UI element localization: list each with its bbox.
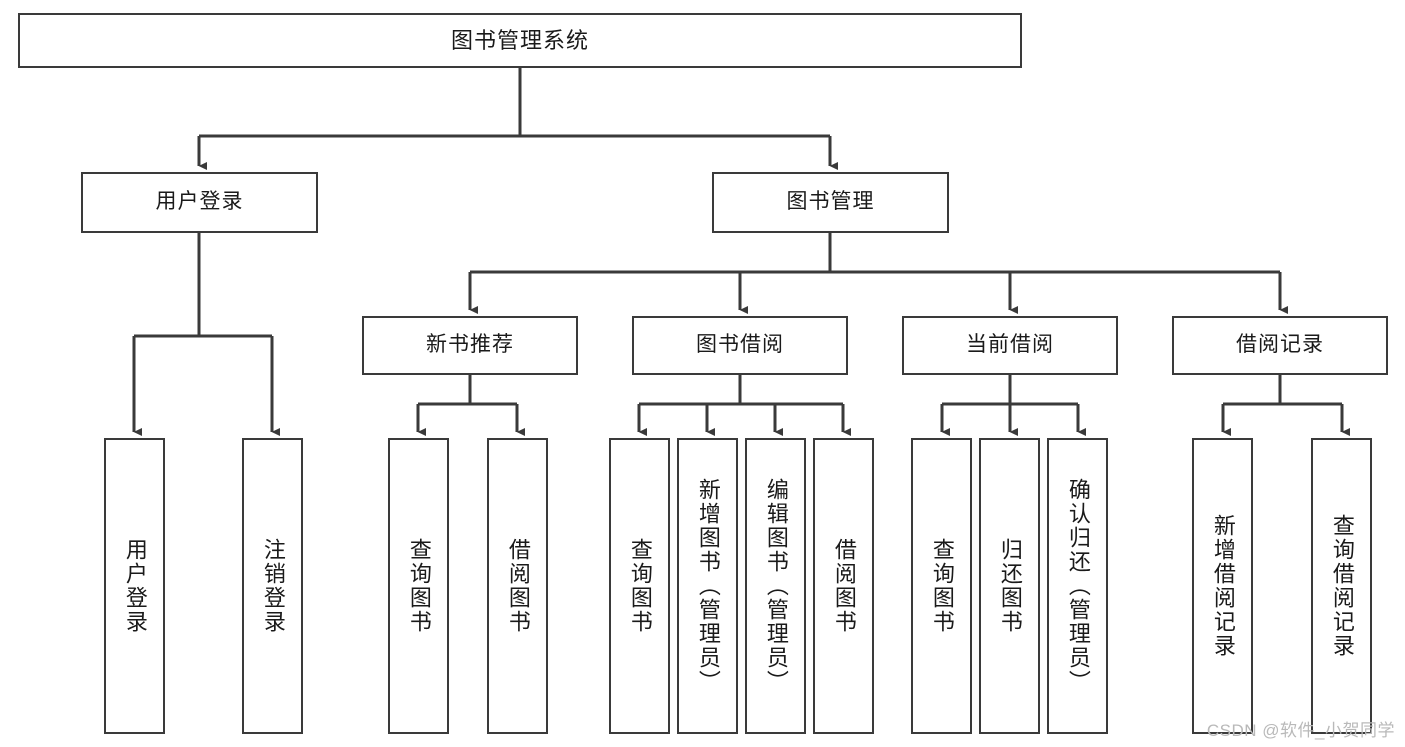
node-label: 新书推荐: [426, 333, 514, 357]
node-label: 归还图书: [997, 538, 1023, 634]
node-leaf-add-book-admin[interactable]: 新增图书（管理员）: [677, 438, 738, 734]
node-label: 新增借阅记录: [1210, 514, 1236, 658]
node-label: 注销登录: [260, 538, 286, 634]
node-label: 当前借阅: [966, 333, 1054, 357]
node-label: 查询图书: [929, 538, 955, 634]
node-leaf-borrow-book-recommend[interactable]: 借阅图书: [487, 438, 548, 734]
node-label: 用户登录: [122, 538, 148, 634]
node-new-book-recommend[interactable]: 新书推荐: [362, 316, 578, 375]
node-label: 借阅图书: [505, 538, 531, 634]
node-label: 查询图书: [627, 538, 653, 634]
node-label: 查询借阅记录: [1329, 514, 1355, 658]
node-leaf-confirm-return-admin[interactable]: 确认归还（管理员）: [1047, 438, 1108, 734]
node-leaf-user-login[interactable]: 用户登录: [104, 438, 165, 734]
node-label: 新增图书（管理员）: [695, 478, 721, 694]
node-leaf-borrow-book[interactable]: 借阅图书: [813, 438, 874, 734]
node-leaf-add-borrow-record[interactable]: 新增借阅记录: [1192, 438, 1253, 734]
node-book-borrow[interactable]: 图书借阅: [632, 316, 848, 375]
node-label: 编辑图书（管理员）: [763, 478, 789, 694]
node-borrow-record[interactable]: 借阅记录: [1172, 316, 1388, 375]
node-label: 查询图书: [406, 538, 432, 634]
node-leaf-logout[interactable]: 注销登录: [242, 438, 303, 734]
node-book-management[interactable]: 图书管理: [712, 172, 949, 233]
node-label: 借阅记录: [1236, 333, 1324, 357]
node-label: 图书管理: [786, 190, 875, 214]
node-leaf-query-borrow-record[interactable]: 查询借阅记录: [1311, 438, 1372, 734]
node-leaf-query-book-borrow[interactable]: 查询图书: [609, 438, 670, 734]
node-root-book-management-system[interactable]: 图书管理系统: [18, 13, 1022, 68]
node-leaf-query-book-current[interactable]: 查询图书: [911, 438, 972, 734]
node-leaf-return-book[interactable]: 归还图书: [979, 438, 1040, 734]
node-label: 图书管理系统: [450, 27, 589, 53]
node-label: 图书借阅: [696, 333, 784, 357]
node-label: 确认归还（管理员）: [1065, 478, 1091, 694]
node-leaf-query-book-recommend[interactable]: 查询图书: [388, 438, 449, 734]
node-user-login[interactable]: 用户登录: [81, 172, 318, 233]
node-leaf-edit-book-admin[interactable]: 编辑图书（管理员）: [745, 438, 806, 734]
node-label: 借阅图书: [831, 538, 857, 634]
node-current-borrow[interactable]: 当前借阅: [902, 316, 1118, 375]
node-label: 用户登录: [155, 190, 244, 214]
